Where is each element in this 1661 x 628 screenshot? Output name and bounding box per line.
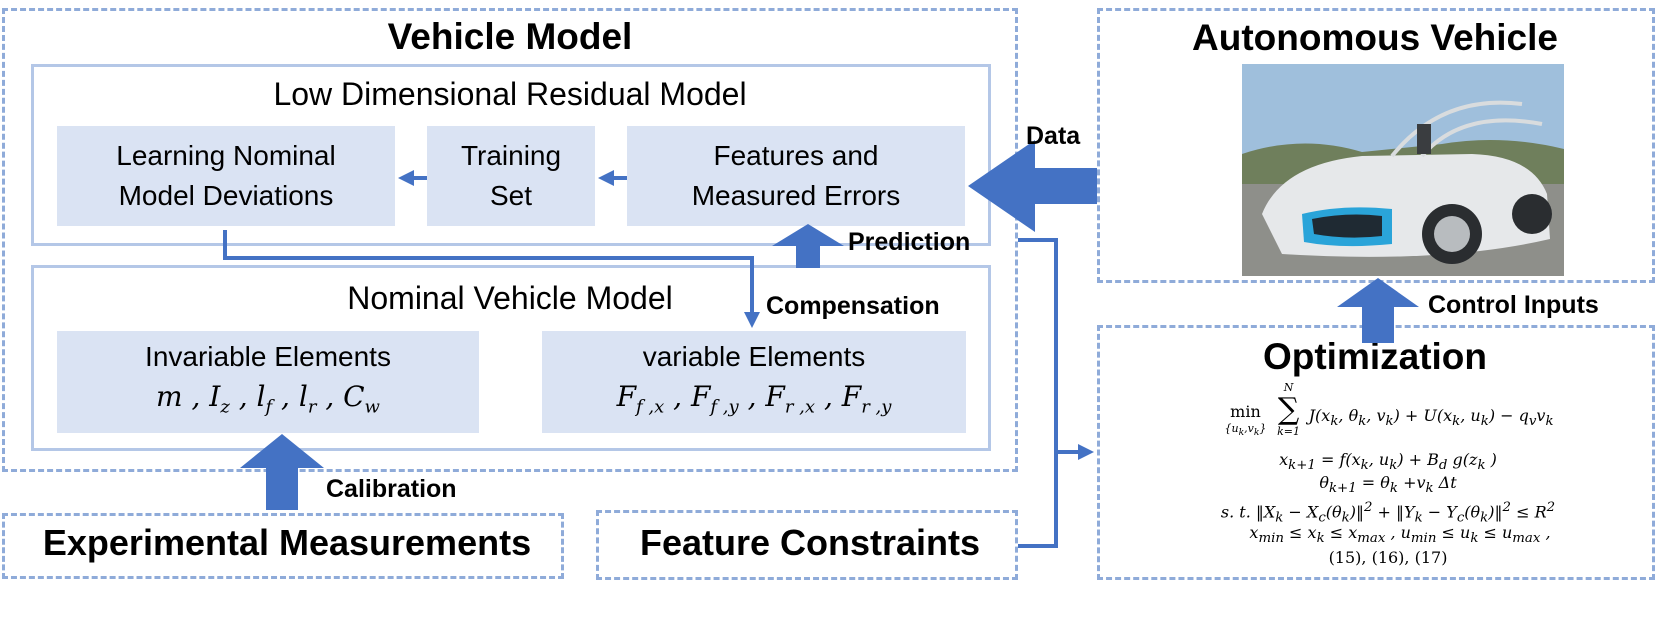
features-errors-box: Features and Measured Errors: [627, 126, 965, 226]
feature-constraints-container: [596, 510, 1018, 580]
features-errors-line1: Features and: [713, 140, 879, 171]
invariable-elements-title: Invariable Elements: [145, 340, 391, 372]
experimental-measurements-label: Experimental Measurements: [42, 522, 532, 563]
data-label: Data: [1026, 122, 1081, 150]
nominal-model-box: [31, 265, 991, 451]
car-photo: [1242, 64, 1564, 276]
calibration-label: Calibration: [326, 475, 457, 503]
prediction-label: Prediction: [848, 228, 971, 256]
compensation-line: [223, 230, 754, 312]
prediction-arrow: [772, 224, 844, 268]
opt-track-constraint: s. t. ‖Xk − Xc(θk)‖2 + ‖Yk − Yc(θk)‖2 ≤ …: [1220, 500, 1556, 526]
compensation-label: Compensation: [766, 292, 940, 320]
variable-elements-title: variable Elements: [642, 340, 866, 372]
invariable-elements-box: Invariable Elements m , Iz , lf , lr , C…: [57, 331, 479, 433]
residual-model-title: Low Dimensional Residual Model: [273, 76, 747, 112]
training-set-line1: Training: [460, 140, 562, 171]
calibration-arrow: [240, 434, 324, 510]
training-set-line2: Set: [489, 180, 533, 211]
opt-progress: θk+1 = θk +vk Δt: [1319, 473, 1457, 497]
learning-nominal-line1: Learning Nominal: [116, 140, 336, 171]
variable-elements-box: variable Elements Ff ,x , Ff ,y , Fr ,x …: [542, 331, 966, 433]
features-errors-line2: Measured Errors: [691, 180, 901, 211]
control-inputs-arrow: [1337, 278, 1419, 343]
experimental-measurements-container: [2, 513, 564, 579]
vehicle-model-title: Vehicle Model: [387, 16, 633, 57]
learning-nominal-box: Learning Nominal Model Deviations: [57, 126, 395, 226]
autonomous-vehicle-title: Autonomous Vehicle: [1192, 17, 1558, 58]
control-inputs-label: Control Inputs: [1428, 291, 1599, 319]
variable-elements-formula: Ff ,x , Ff ,y , Fr ,x , Fr ,y: [616, 379, 892, 418]
invariable-elements-formula: m , Iz , lf , lr , Cw: [156, 379, 380, 418]
opt-objective: min {uk,vk} N ∑ k=1 J(xk, θk, vk) + U(xk…: [1224, 381, 1554, 439]
opt-references: (15), (16), (17): [1328, 548, 1448, 567]
residual-model-box: [31, 64, 991, 246]
feature-constraints-label: Feature Constraints: [639, 522, 981, 563]
constraints-to-optimization-line: [1018, 238, 1058, 548]
data-arrow: [968, 140, 1097, 232]
opt-dynamics: xk+1 = f(xk, uk) + Bd g(zk ): [1279, 450, 1497, 474]
nominal-model-title: Nominal Vehicle Model: [347, 280, 673, 316]
vehicle-model-container: [2, 8, 1018, 472]
learning-nominal-line2: Model Deviations: [118, 180, 334, 211]
training-set-box: Training Set: [427, 126, 595, 226]
opt-bounds: xmin ≤ xk ≤ xmax , umin ≤ uk ≤ umax ,: [1249, 523, 1551, 547]
